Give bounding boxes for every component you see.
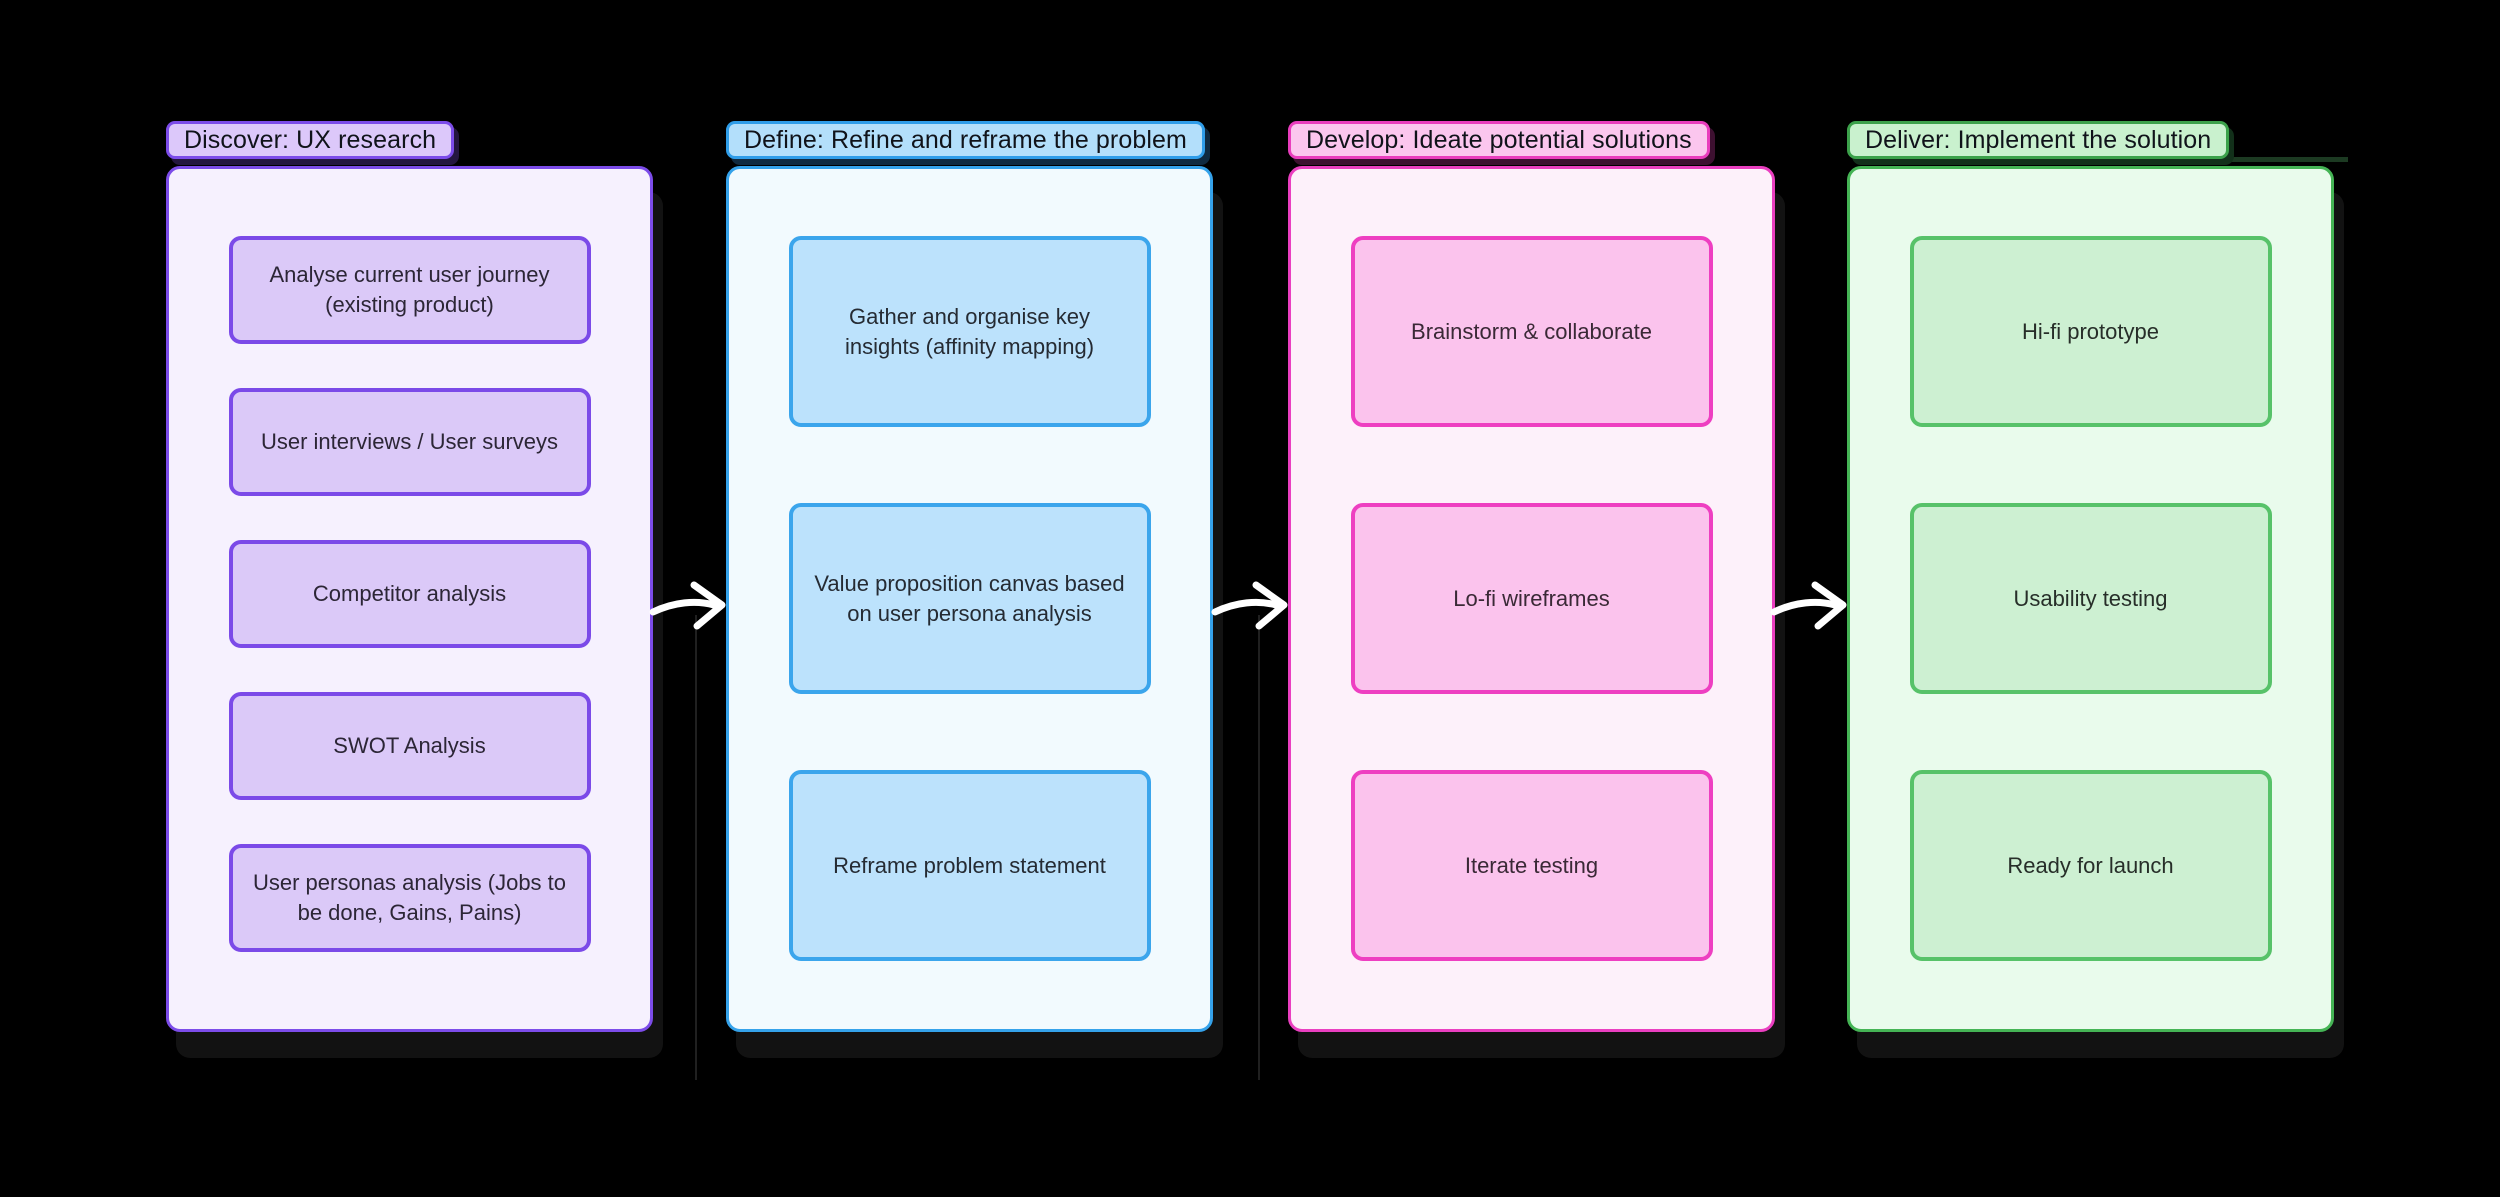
- node-define-3[interactable]: Reframe problem statement: [788, 770, 1151, 961]
- arrow-head: [1252, 581, 1288, 630]
- node-text: User interviews / User surveys: [260, 429, 559, 454]
- node-text: Analyse current user journey (existing p…: [269, 262, 550, 317]
- section-label-develop[interactable]: Develop: Ideate potential solutions: [1288, 121, 1710, 159]
- node-discover-3[interactable]: Competitor analysis: [228, 540, 591, 648]
- node-develop-1[interactable]: Brainstorm & collaborate: [1350, 236, 1713, 427]
- arrow-discover-to-define[interactable]: [648, 574, 730, 630]
- node-discover-5[interactable]: User personas analysis (Jobs to be done,…: [228, 844, 591, 952]
- node-discover-2[interactable]: User interviews / User surveys: [228, 388, 591, 496]
- node-text: Competitor analysis: [312, 581, 507, 606]
- faint-connector-line-2: [1258, 615, 1260, 1080]
- section-label-define[interactable]: Define: Refine and reframe the problem: [726, 121, 1205, 159]
- node-text: Hi-fi prototype: [2022, 318, 2159, 344]
- faint-connector-line-1: [695, 615, 697, 1080]
- node-text: Usability testing: [2013, 585, 2168, 611]
- section-panel-define[interactable]: Gather and organise key insights (affini…: [726, 166, 1213, 1032]
- arrow-define-to-develop[interactable]: [1210, 574, 1292, 630]
- node-develop-3[interactable]: Iterate testing: [1350, 770, 1713, 961]
- node-deliver-2[interactable]: Usability testing: [1909, 503, 2272, 694]
- arrow-shaft: [1770, 598, 1839, 616]
- arrow-shaft: [1211, 598, 1280, 616]
- node-define-2[interactable]: Value proposition canvas based on user p…: [788, 503, 1151, 694]
- node-discover-1[interactable]: Analyse current user journey (existing p…: [228, 236, 591, 344]
- node-discover-4[interactable]: SWOT Analysis: [228, 692, 591, 800]
- arrow-develop-to-deliver[interactable]: [1769, 574, 1851, 630]
- node-text: Lo-fi wireframes: [1453, 585, 1610, 611]
- node-text: Value proposition canvas based on user p…: [814, 570, 1125, 626]
- arrow-shaft: [649, 598, 718, 616]
- node-deliver-1[interactable]: Hi-fi prototype: [1909, 236, 2272, 427]
- section-panel-discover[interactable]: Analyse current user journey (existing p…: [166, 166, 653, 1032]
- node-text: Ready for launch: [2007, 852, 2174, 878]
- faint-green-line: [1855, 157, 2348, 162]
- arrow-head: [690, 581, 726, 630]
- node-deliver-3[interactable]: Ready for launch: [1909, 770, 2272, 961]
- node-text: Iterate testing: [1464, 852, 1599, 878]
- node-develop-2[interactable]: Lo-fi wireframes: [1350, 503, 1713, 694]
- node-text: Reframe problem statement: [833, 852, 1106, 878]
- node-text: SWOT Analysis: [333, 733, 486, 758]
- node-text: User personas analysis (Jobs to be done,…: [252, 870, 567, 925]
- arrow-head: [1811, 581, 1847, 630]
- section-label-discover[interactable]: Discover: UX research: [166, 121, 455, 159]
- node-text: Gather and organise key insights (affini…: [844, 303, 1095, 359]
- node-define-1[interactable]: Gather and organise key insights (affini…: [788, 236, 1151, 427]
- node-text: Brainstorm & collaborate: [1411, 318, 1652, 344]
- section-label-deliver[interactable]: Deliver: Implement the solution: [1847, 121, 2230, 159]
